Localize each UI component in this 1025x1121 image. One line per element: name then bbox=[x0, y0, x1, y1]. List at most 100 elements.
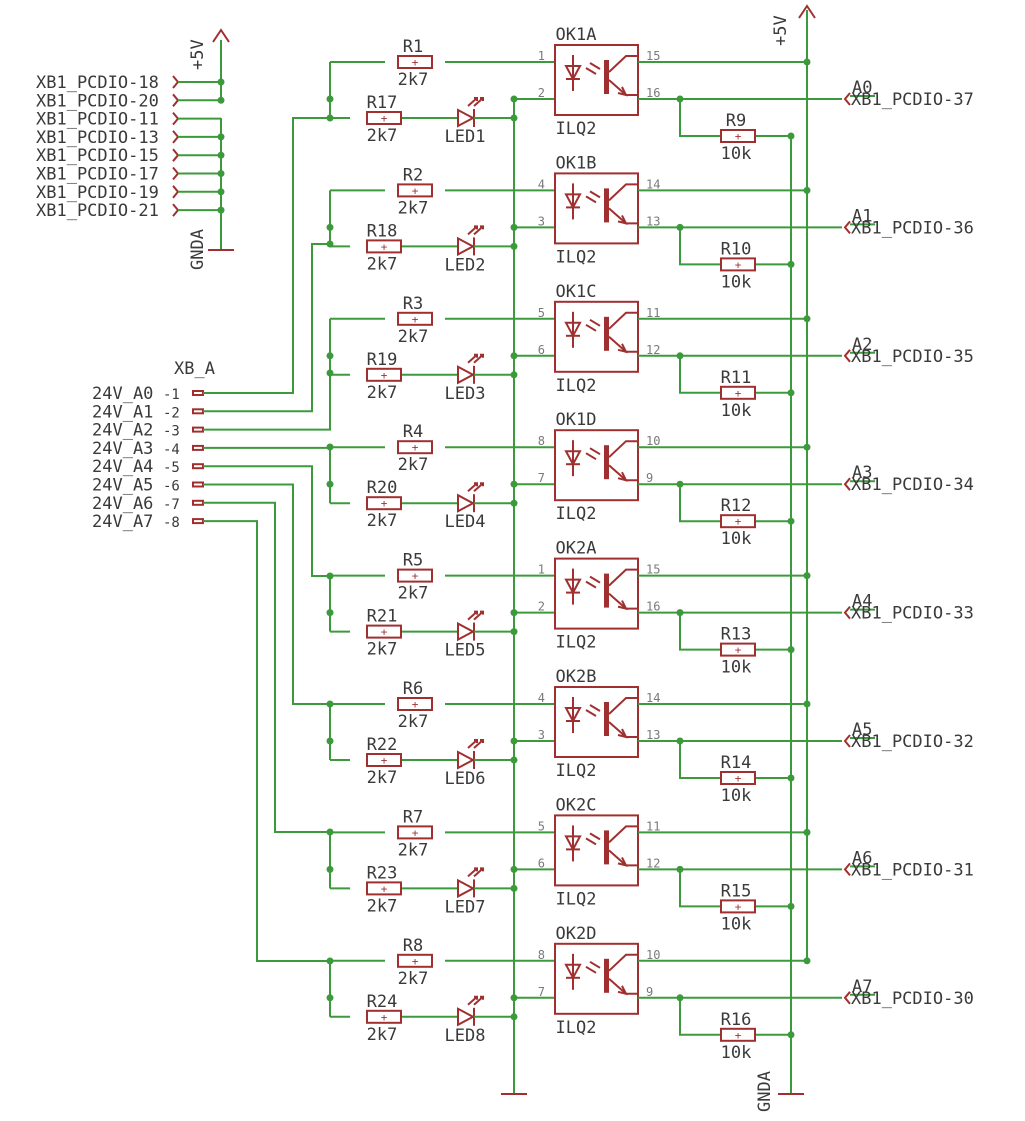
connector-pin: 24V_A5-6 bbox=[92, 476, 334, 708]
connector-pin: 24V_A4-5 bbox=[92, 457, 334, 580]
output-connector-mark bbox=[843, 349, 851, 363]
opto-emitter-arrow bbox=[617, 86, 628, 97]
opto-part: ILQ2 bbox=[556, 504, 597, 524]
output-pin-label: XB1_PCDIO-31 bbox=[851, 860, 974, 880]
supply-arrow bbox=[798, 4, 816, 19]
output-connector-mark bbox=[843, 605, 851, 620]
junction-dot bbox=[326, 95, 334, 103]
led-ref: LED4 bbox=[445, 512, 486, 532]
connector-pin-body bbox=[192, 444, 204, 451]
header-pin: XB1_PCDIO-18 bbox=[36, 73, 225, 93]
resistor-body bbox=[366, 367, 402, 382]
junction-dot bbox=[326, 223, 334, 231]
opto-body bbox=[554, 172, 639, 245]
opto-collector bbox=[608, 825, 638, 844]
wire bbox=[203, 117, 330, 394]
led-arrow bbox=[467, 867, 478, 878]
header-pin: XB1_PCDIO-11 bbox=[36, 110, 221, 130]
led-arrow bbox=[473, 353, 484, 364]
led-triangle bbox=[457, 750, 476, 770]
connector-pin-number: -1 bbox=[163, 387, 180, 403]
opto-emitter bbox=[608, 336, 638, 353]
opto-pin-cathode: 3 bbox=[538, 214, 545, 228]
opto-ref: OK1D bbox=[556, 410, 597, 430]
ground-label-header: GNDA bbox=[188, 229, 208, 270]
opto-pin-collector: 14 bbox=[646, 177, 660, 191]
led-arrow bbox=[467, 995, 478, 1006]
opto-light-arrow bbox=[585, 447, 601, 461]
resistor-ref: R4 bbox=[403, 422, 423, 442]
led-ref: LED7 bbox=[445, 897, 486, 917]
opto-light-arrow bbox=[585, 190, 601, 204]
opto-emitter-arrow bbox=[617, 985, 628, 996]
wire bbox=[679, 997, 720, 1036]
junction-dot bbox=[326, 737, 334, 745]
resistor-ref: R1 bbox=[403, 37, 423, 57]
opto-emitter-arrow bbox=[617, 728, 628, 739]
opto-emitter bbox=[608, 978, 638, 995]
resistor-body bbox=[720, 385, 756, 400]
opto-light-arrow bbox=[585, 575, 601, 589]
resistor-polarity-mark: + bbox=[381, 1011, 388, 1024]
opto-collector bbox=[608, 440, 638, 458]
resistor-value: 2k7 bbox=[398, 327, 429, 347]
led-triangle bbox=[457, 1007, 476, 1027]
header-pin: XB1_PCDIO-17 bbox=[36, 165, 225, 185]
led-arrow bbox=[473, 867, 484, 878]
header-pin: XB1_PCDIO-13 bbox=[36, 128, 225, 148]
connector-pin-label: 24V_A2 bbox=[92, 421, 153, 441]
output-pin-label: XB1_PCDIO-35 bbox=[851, 347, 974, 367]
opto-pin-emitter: 12 bbox=[646, 343, 660, 357]
net-label: A7 bbox=[852, 977, 872, 997]
led-arrow bbox=[473, 482, 484, 492]
opto-light-arrow bbox=[585, 318, 601, 332]
resistor-body bbox=[720, 257, 756, 272]
output-connector-mark bbox=[843, 862, 851, 877]
net-label: A5 bbox=[852, 720, 872, 740]
opto-emitter-arrow bbox=[617, 600, 628, 611]
opto-transistor-base bbox=[604, 958, 609, 993]
connector-pin-number: -7 bbox=[163, 497, 180, 513]
wire bbox=[203, 501, 330, 833]
resistor-body bbox=[366, 881, 402, 896]
opto-body bbox=[554, 686, 639, 758]
connector-pin-label: 24V_A6 bbox=[92, 494, 153, 514]
led: LED5 bbox=[445, 610, 485, 661]
opto-emitter bbox=[608, 592, 638, 610]
wire bbox=[679, 484, 720, 523]
led-arrow bbox=[473, 995, 484, 1006]
connector-pin-label: 24V_A7 bbox=[92, 512, 153, 532]
resistor-polarity-mark: + bbox=[412, 570, 419, 583]
resistor-ref: R10 bbox=[721, 239, 752, 259]
junction-dot bbox=[326, 572, 334, 580]
resistor-polarity-mark: + bbox=[381, 497, 388, 510]
opto-transistor-base bbox=[604, 702, 609, 736]
resistor-polarity-mark: + bbox=[381, 882, 388, 895]
led: LED8 bbox=[445, 995, 485, 1046]
supply-arrow bbox=[212, 28, 230, 43]
resistor-ref: R18 bbox=[367, 221, 398, 241]
opto-pin-cathode: 7 bbox=[538, 985, 545, 999]
opto-pin-emitter: 9 bbox=[646, 985, 653, 999]
optocoupler bbox=[554, 686, 639, 758]
led-ref: LED3 bbox=[445, 384, 486, 404]
led-triangle bbox=[457, 236, 476, 257]
opto-pin-collector: 15 bbox=[646, 49, 660, 63]
opto-collector bbox=[608, 183, 638, 202]
optocoupler bbox=[554, 557, 639, 630]
connector-pin-label: 24V_A4 bbox=[92, 457, 153, 477]
resistor-polarity-mark: + bbox=[381, 112, 388, 125]
resistor-body bbox=[720, 771, 756, 785]
resistor-body bbox=[397, 568, 433, 583]
opto-emitter bbox=[608, 721, 638, 738]
